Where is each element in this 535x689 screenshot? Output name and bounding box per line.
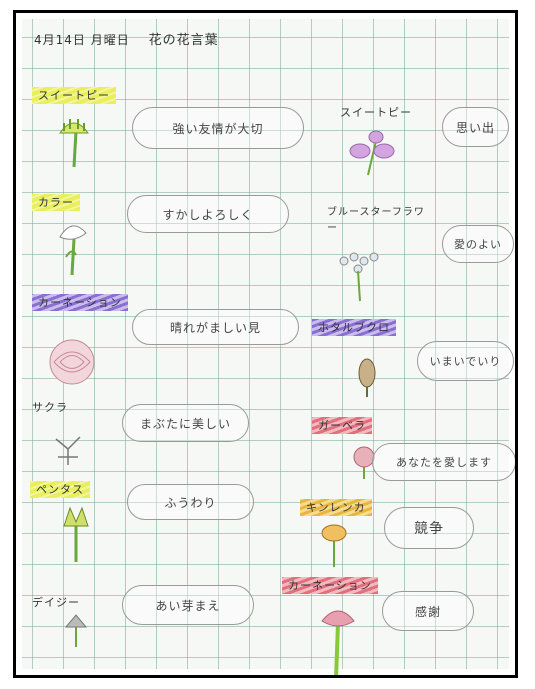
flower-drawing	[48, 427, 88, 467]
meaning-cloud: 競争	[384, 507, 474, 549]
meaning-cloud: あい芽まえ	[122, 585, 254, 625]
meaning-cloud: すかしよろしく	[127, 195, 289, 233]
flower-drawing	[314, 519, 354, 569]
meaning-cloud: いまいでいり	[417, 341, 514, 381]
flower-drawing	[44, 337, 100, 387]
meaning-cloud: 強い友情が大切	[132, 107, 304, 149]
flower-name: カーネーション	[32, 294, 128, 310]
flower-drawing	[334, 249, 384, 304]
flower-drawing	[52, 217, 92, 277]
flower-name: スイートピー	[32, 87, 116, 103]
flower-name: スイートピー	[340, 104, 412, 120]
flower-drawing	[58, 609, 94, 649]
document-frame: 4月14日 月曜日 花の花言葉 スイートピー 強い友情が大切 カラー すかしよろ…	[13, 10, 518, 678]
meaning-cloud: ふうわり	[127, 484, 254, 520]
meaning-cloud: まぶたに美しい	[122, 404, 249, 442]
meaning-cloud: 思い出	[442, 107, 509, 147]
flower-name: サクラ	[32, 399, 68, 415]
header-date: 4月14日 月曜日	[34, 33, 130, 47]
flower-name: ガーベラ	[312, 417, 372, 433]
flower-drawing	[58, 504, 94, 564]
header-title: 花の花言葉	[149, 33, 219, 48]
flower-name: キンレンカ	[300, 499, 372, 515]
meaning-cloud: 晴れがましい見	[132, 309, 299, 345]
meaning-cloud: あなたを愛します	[372, 443, 516, 481]
page-header: 4月14日 月曜日 花の花言葉	[34, 29, 219, 48]
meaning-cloud: 愛のよい	[442, 225, 514, 263]
flower-name: カーネーション	[282, 577, 378, 593]
flower-name: カラー	[32, 194, 80, 210]
flower-name: ペンタス	[30, 481, 90, 497]
grid-paper: 4月14日 月曜日 花の花言葉 スイートピー 強い友情が大切 カラー すかしよろ…	[22, 19, 509, 669]
flower-drawing	[352, 349, 382, 399]
flower-drawing	[50, 111, 98, 169]
meaning-cloud: 感謝	[382, 591, 474, 631]
flower-name: ホタルブクロ	[312, 319, 396, 335]
flower-drawing	[312, 601, 362, 678]
flower-drawing	[344, 127, 404, 177]
flower-name: デイジー	[32, 594, 80, 610]
flower-name: ブルースターフラワー	[327, 205, 427, 237]
